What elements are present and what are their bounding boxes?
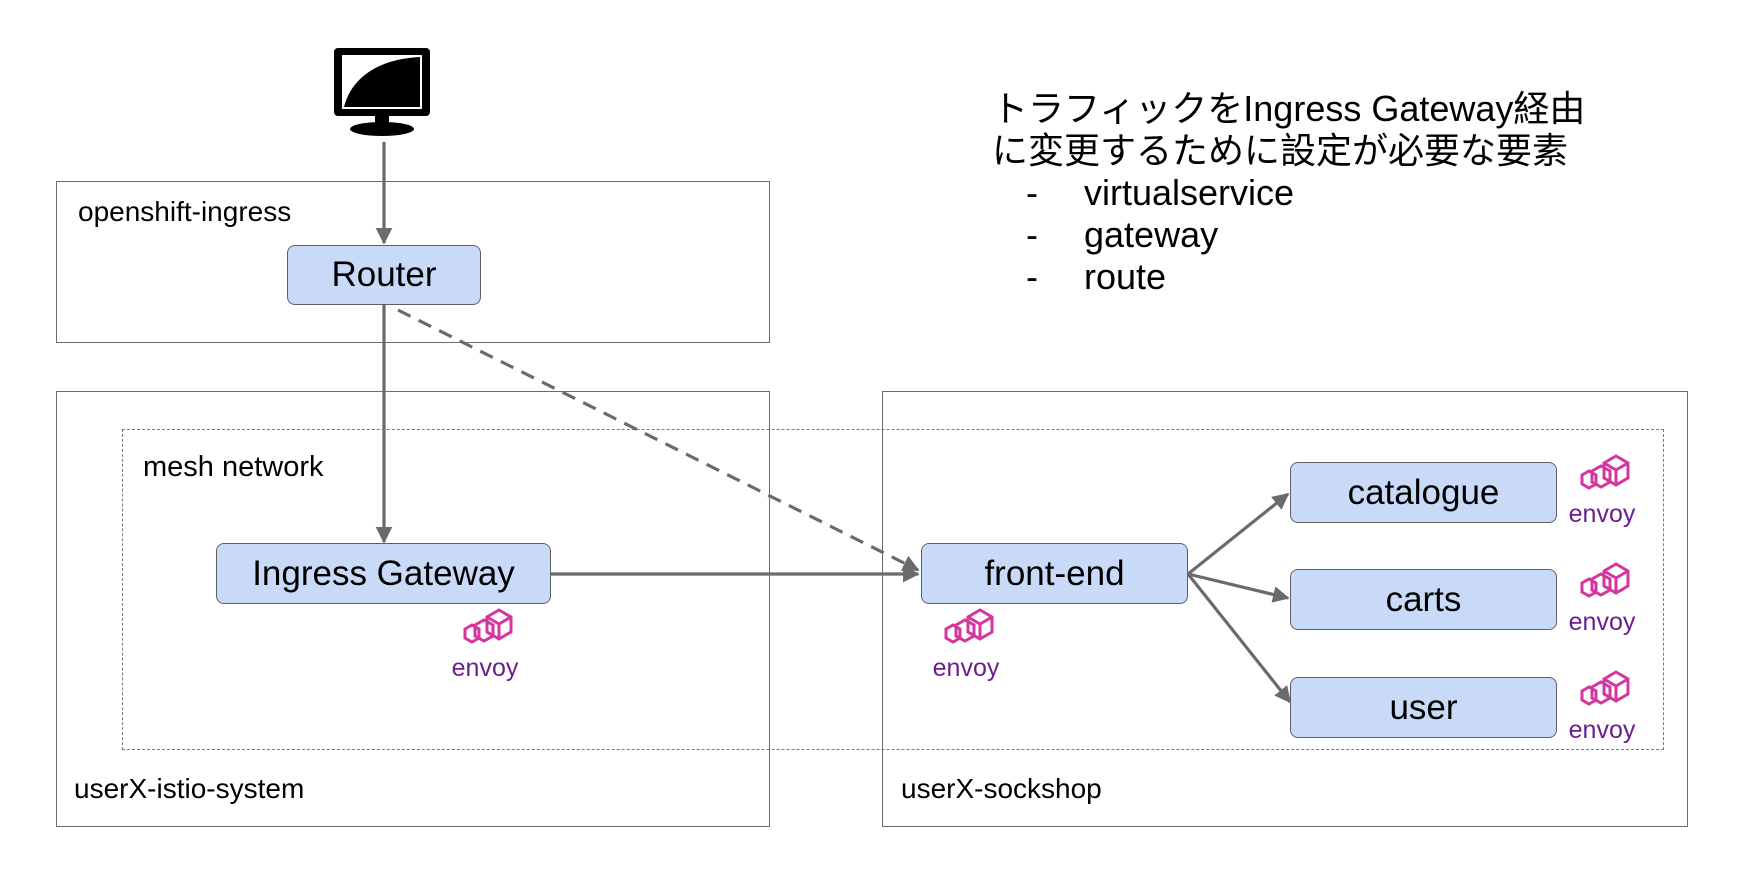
envoy-sidecar-carts: envoy <box>1562 561 1642 635</box>
envoy-hexagon-icon <box>944 608 994 644</box>
mesh-network-label: mesh network <box>143 451 324 483</box>
arrow-front-end-to-catalogue <box>1187 492 1290 576</box>
zone-openshift-ingress-label: openshift-ingress <box>78 196 292 227</box>
note-bullet: - <box>1026 256 1038 297</box>
note-item: - gateway <box>992 214 1585 256</box>
configuration-note: トラフィックをIngress Gateway経由 に変更するために設定が必要な要… <box>992 88 1585 298</box>
envoy-label: envoy <box>1568 608 1636 636</box>
note-item-gateway: gateway <box>1084 214 1219 255</box>
envoy-hexagon-icon <box>1580 562 1630 598</box>
envoy-hexagon-icon <box>1580 670 1630 706</box>
note-line-1: トラフィックをIngress Gateway経由 <box>992 88 1586 129</box>
ingress-gateway-node[interactable]: Ingress Gateway <box>216 543 551 604</box>
envoy-sidecar-ingress-gateway: envoy <box>445 607 525 681</box>
router-node[interactable]: Router <box>287 245 481 305</box>
note-item-route: route <box>1084 256 1167 297</box>
user-node[interactable]: user <box>1290 677 1557 738</box>
note-bullet: - <box>1026 172 1038 213</box>
zone-openshift-ingress <box>56 181 770 343</box>
envoy-sidecar-front-end: envoy <box>926 607 1006 681</box>
arrow-front-end-to-user <box>1186 573 1292 704</box>
catalogue-node[interactable]: catalogue <box>1290 462 1557 523</box>
envoy-hexagon-icon <box>463 608 513 644</box>
note-item: - virtualservice <box>992 172 1585 214</box>
envoy-hexagon-icon <box>1580 454 1630 490</box>
mesh-network-boundary <box>122 429 1664 750</box>
envoy-label: envoy <box>1568 500 1636 528</box>
zone-sockshop-label: userX-sockshop <box>901 773 1102 804</box>
envoy-sidecar-user: envoy <box>1562 669 1642 743</box>
note-item: - route <box>992 256 1585 298</box>
envoy-label: envoy <box>932 654 1000 682</box>
arrow-router-to-front-end-dashed <box>397 308 920 572</box>
zone-sockshop <box>882 391 1688 827</box>
arrow-front-end-to-carts <box>1187 572 1290 603</box>
computer-monitor-icon <box>334 48 430 136</box>
note-line-2: に変更するために設定が必要な要素 <box>992 130 1569 171</box>
envoy-label: envoy <box>1568 716 1636 744</box>
note-item-virtualservice: virtualservice <box>1084 172 1295 213</box>
envoy-label: envoy <box>451 654 519 682</box>
zone-istio-system-label: userX-istio-system <box>74 773 305 804</box>
zone-istio-system <box>56 391 770 827</box>
front-end-node[interactable]: front-end <box>921 543 1188 604</box>
note-bullet: - <box>1026 214 1038 255</box>
carts-node[interactable]: carts <box>1290 569 1557 630</box>
envoy-sidecar-catalogue: envoy <box>1562 453 1642 527</box>
